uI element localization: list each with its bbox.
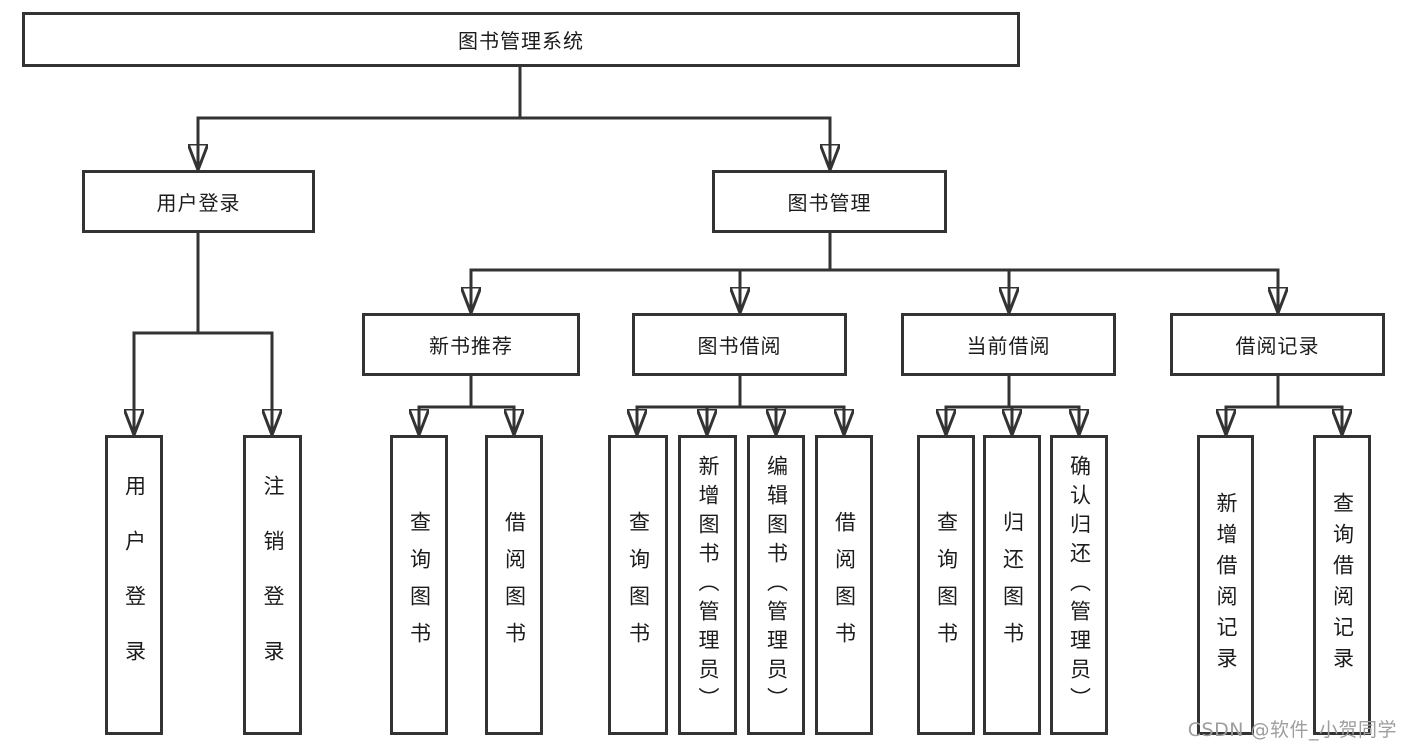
leaf-borrowing-borrow-books-label: 借阅图书	[832, 511, 857, 659]
connector-borrowing-to-leaves	[637, 376, 844, 435]
leaf-records-query-borrow-record-label: 查询借阅记录	[1330, 492, 1355, 678]
leaf-current-confirm-return-admin-label: 确认归还（管理员）	[1067, 454, 1092, 716]
leaf-user-login-label: 用户登录	[122, 475, 147, 695]
leaf-records-add-borrow-record-label: 新增借阅记录	[1214, 492, 1238, 678]
leaf-recommend-query-books: 查询图书	[390, 435, 448, 735]
node-root-label: 图书管理系统	[458, 29, 584, 53]
leaf-current-confirm-return-admin: 确认归还（管理员）	[1050, 435, 1108, 735]
connector-management-to-level3	[471, 233, 1278, 313]
node-book-management: 图书管理	[712, 170, 947, 233]
node-current-borrowing-label: 当前借阅	[966, 334, 1051, 358]
leaf-borrowing-query-books-label: 查询图书	[626, 511, 651, 659]
leaf-borrowing-add-books-admin-label: 新增图书（管理员）	[696, 454, 720, 716]
leaf-current-return-books: 归还图书	[983, 435, 1041, 735]
node-current-borrowing: 当前借阅	[901, 313, 1116, 376]
leaf-recommend-query-books-label: 查询图书	[407, 511, 432, 659]
leaf-user-login: 用户登录	[105, 435, 163, 735]
node-new-book-recommendation-label: 新书推荐	[429, 334, 513, 358]
leaf-borrowing-edit-books-admin-label: 编辑图书（管理员）	[764, 454, 789, 716]
node-book-borrowing-label: 图书借阅	[697, 334, 782, 358]
leaf-recommend-borrow-books-label: 借阅图书	[502, 511, 527, 659]
leaf-recommend-borrow-books: 借阅图书	[485, 435, 543, 735]
node-user-login: 用户登录	[82, 170, 315, 233]
leaf-borrowing-add-books-admin: 新增图书（管理员）	[678, 435, 737, 735]
node-root: 图书管理系统	[22, 12, 1020, 67]
connector-recommend-to-leaves	[419, 376, 514, 435]
node-borrowing-records-label: 借阅记录	[1235, 334, 1320, 358]
leaf-logout-login-label: 注销登录	[261, 475, 285, 695]
node-user-login-label: 用户登录	[156, 191, 241, 215]
leaf-current-query-books: 查询图书	[917, 435, 975, 735]
leaf-records-query-borrow-record: 查询借阅记录	[1313, 435, 1371, 735]
node-book-management-label: 图书管理	[787, 191, 872, 215]
node-borrowing-records: 借阅记录	[1170, 313, 1385, 376]
leaf-borrowing-query-books: 查询图书	[608, 435, 668, 735]
leaf-borrowing-edit-books-admin: 编辑图书（管理员）	[747, 435, 805, 735]
leaf-records-add-borrow-record: 新增借阅记录	[1197, 435, 1254, 735]
node-new-book-recommendation: 新书推荐	[362, 313, 580, 376]
connector-records-to-leaves	[1226, 376, 1342, 435]
leaf-borrowing-borrow-books: 借阅图书	[815, 435, 873, 735]
connector-login-to-leaves	[134, 233, 272, 435]
leaf-logout-login: 注销登录	[243, 435, 302, 735]
connector-current-to-leaves	[946, 376, 1079, 435]
leaf-current-return-books-label: 归还图书	[1000, 511, 1025, 659]
csdn-watermark: CSDN @软件_小贺同学	[1187, 719, 1397, 741]
node-book-borrowing: 图书借阅	[632, 313, 847, 376]
leaf-current-query-books-label: 查询图书	[934, 511, 959, 659]
connector-root-to-level2	[198, 67, 830, 170]
